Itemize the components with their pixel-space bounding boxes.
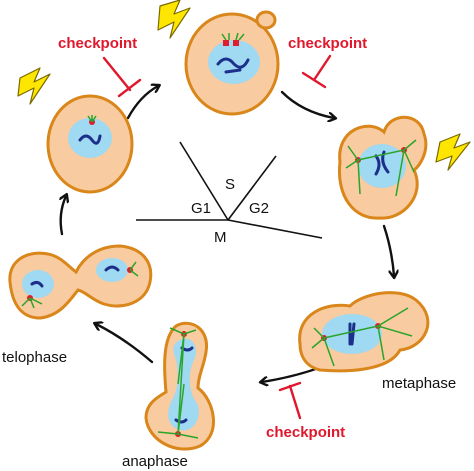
stage-label-anaphase: anaphase [122,453,188,470]
phase-label-m: M [214,229,227,246]
phase-label-s: S [225,176,235,193]
spindle [221,32,245,41]
cell-g2 [337,115,428,220]
cell-metaphase [298,291,430,373]
lightning-icon [157,0,191,39]
checkpoint-inhibitor-top-left [102,56,142,98]
phase-divider [136,141,323,239]
arrow-g2-to-metaphase [382,224,394,276]
checkpoint-inhibitor-bottom [278,381,302,420]
checkpoint-inhibitor-top-right [301,54,332,89]
spindle-pole [223,40,229,46]
stage-label-telophase: telophase [2,349,67,366]
divider-g1-s [179,141,229,221]
cell-g1 [46,94,134,194]
spindle [157,327,199,439]
cell-anaphase [144,321,215,451]
cycle-arrows [61,86,394,382]
nucleus [96,258,128,282]
cell-s [184,10,280,116]
checkpoint-label-top-right: checkpoint [288,35,367,52]
chromosome [374,150,390,176]
divider-g2-m [227,219,323,239]
arrow-telophase-to-g1 [61,196,66,236]
lightning-icon [435,133,471,171]
arrow-g1-to-s [126,86,158,120]
arrow-anaphase-to-telophase [96,324,154,364]
spindle-pole [233,40,239,46]
chromosome [348,322,356,346]
checkpoint-label-top-left: checkpoint [58,35,137,52]
spindle [87,115,97,123]
lightning-icon [17,67,51,105]
divider-s-g2 [227,155,277,221]
spindle [311,307,413,367]
nucleus [358,144,406,188]
phase-label-g1: G1 [191,200,211,217]
cell-telophase [8,244,153,320]
spindle [345,139,417,197]
phase-label-g2: G2 [249,200,269,217]
checkpoint-label-bottom: checkpoint [266,424,345,441]
chromosome [216,57,250,74]
arrow-s-to-g2 [280,90,334,118]
spindle [21,261,139,309]
chromosome [30,265,120,288]
chromosome [78,134,102,145]
stage-label-metaphase: metaphase [382,375,456,392]
